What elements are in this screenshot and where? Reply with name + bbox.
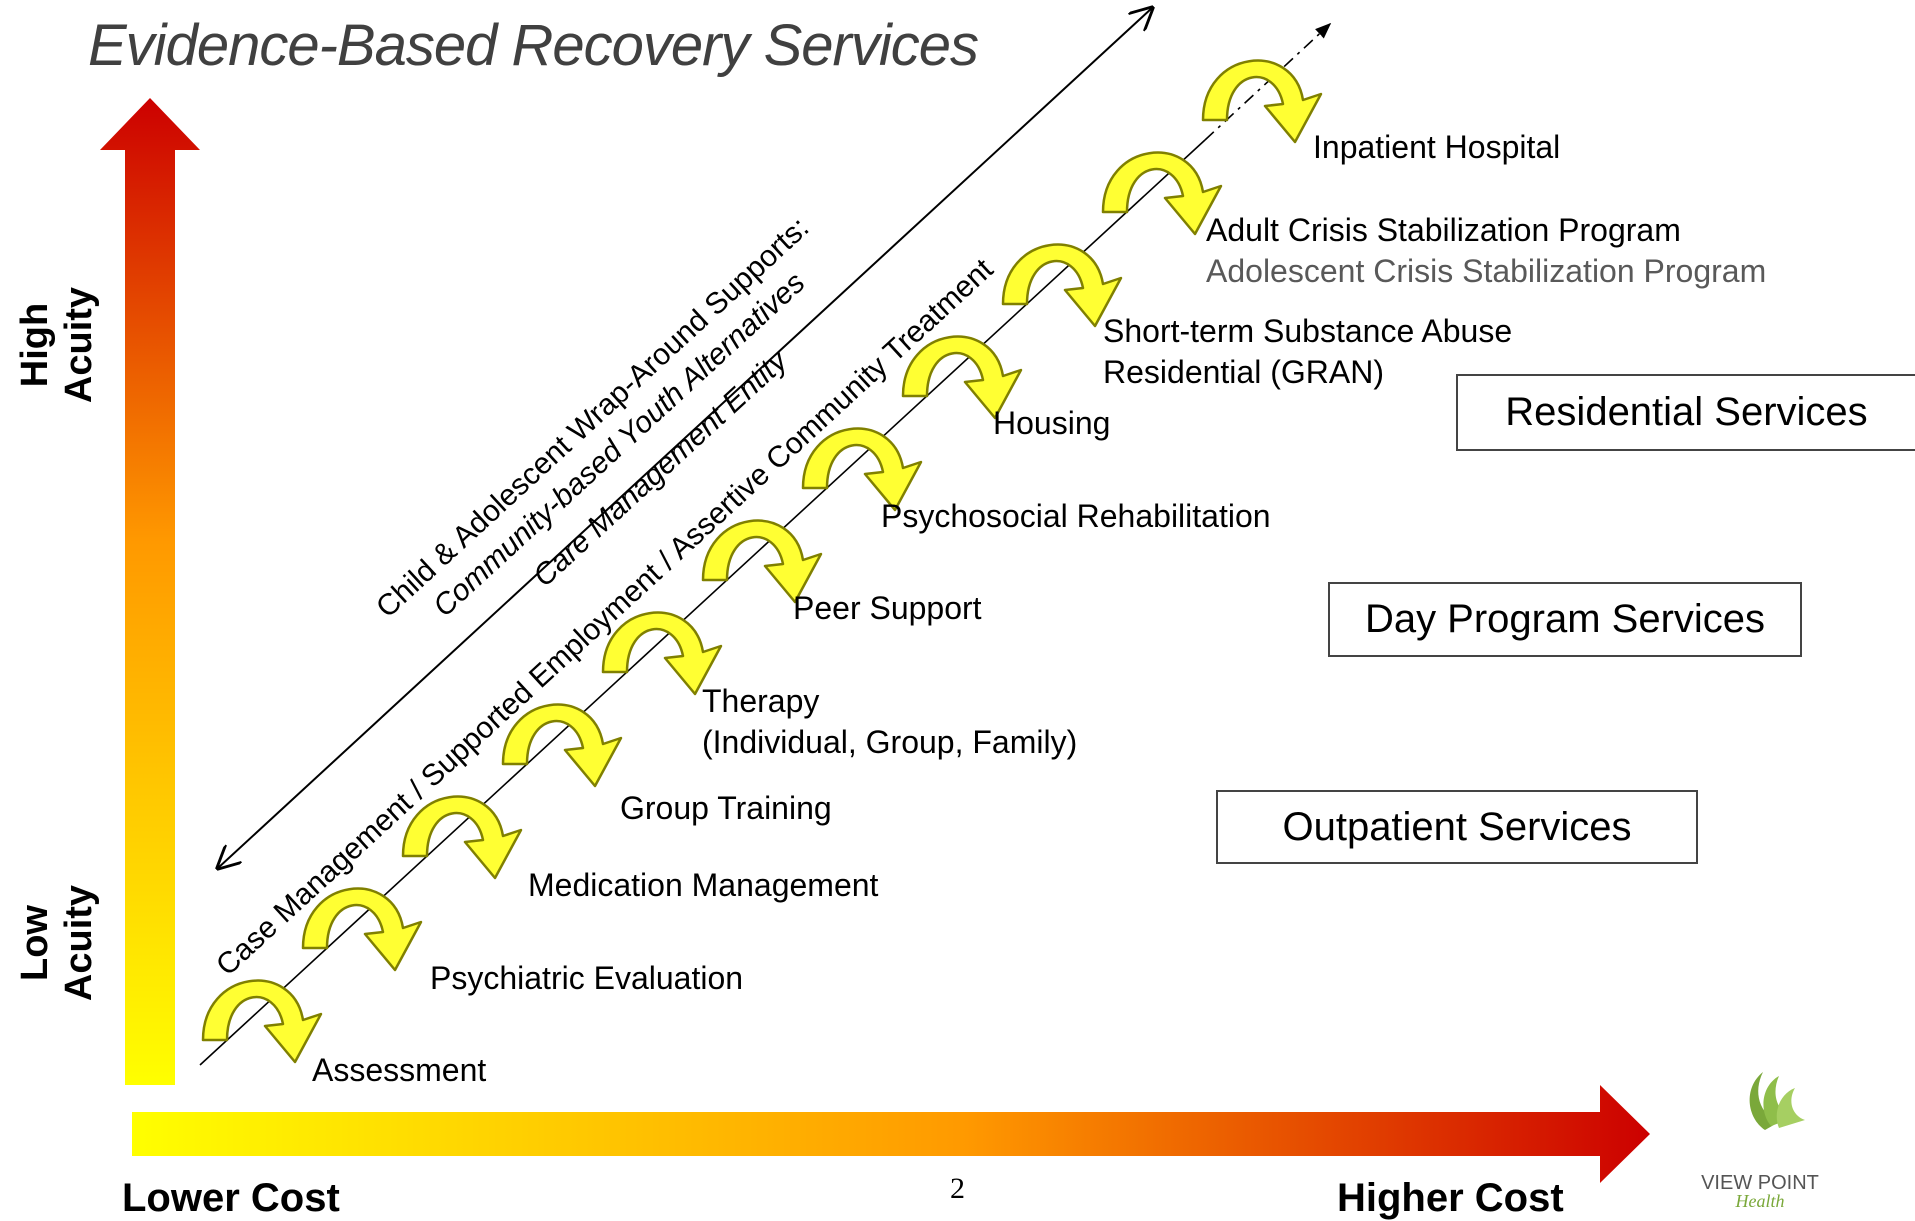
high-acuity-line2: Acuity	[58, 286, 100, 404]
step-substance-abuse-line1: Short-term Substance Abuse	[1103, 313, 1513, 349]
higher-cost-label: Higher Cost	[1337, 1176, 1564, 1220]
step-curl-arrow	[1101, 151, 1223, 236]
outpatient-services-label: Outpatient Services	[1282, 804, 1632, 849]
step-curl-arrow	[201, 979, 323, 1064]
step-medication-management: Medication Management	[528, 867, 879, 903]
step-adolescent-crisis: Adolescent Crisis Stabilization Program	[1206, 253, 1767, 289]
step-adult-crisis: Adult Crisis Stabilization Program	[1206, 212, 1681, 248]
step-therapy: Therapy (Individual, Group, Family)	[702, 681, 1077, 763]
step-group-training: Group Training	[620, 790, 832, 826]
outpatient-services-box: Outpatient Services	[1216, 790, 1698, 864]
lower-cost-label: Lower Cost	[122, 1176, 340, 1220]
viewpoint-logo-mark	[1749, 1072, 1805, 1130]
high-acuity-label: High Acuity	[0, 287, 128, 403]
low-acuity-label: Low Acuity	[0, 885, 128, 1001]
day-program-services-label: Day Program Services	[1364, 597, 1766, 641]
low-acuity-line2: Acuity	[58, 884, 100, 1002]
step-psychosocial-rehabilitation: Psychosocial Rehabilitation	[881, 498, 1271, 534]
logo-text-line1: VIEW POINT	[1701, 1172, 1819, 1194]
step-psychiatric-evaluation: Psychiatric Evaluation	[430, 960, 744, 996]
page-number: 2	[950, 1172, 965, 1205]
low-acuity-line1: Low	[14, 905, 56, 981]
supports-double-arrow	[218, 8, 1152, 868]
day-program-services-box: Day Program Services	[1328, 582, 1802, 657]
step-assessment: Assessment	[312, 1052, 487, 1088]
step-housing: Housing	[993, 405, 1111, 441]
logo-text-line2: Health	[1735, 1191, 1785, 1211]
page-title: Evidence-Based Recovery Services	[88, 13, 979, 78]
step-curl-arrow	[1201, 59, 1323, 144]
step-substance-abuse-line2: Residential (GRAN)	[1103, 354, 1384, 390]
step-peer-support: Peer Support	[793, 590, 982, 626]
high-acuity-line1: High	[14, 302, 56, 388]
step-substance-abuse: Short-term Substance Abuse Residential (…	[1103, 311, 1512, 393]
viewpoint-logo: VIEW POINT Health	[1690, 1172, 1830, 1212]
step-therapy-line2: (Individual, Group, Family)	[702, 724, 1078, 760]
residential-services-box: Residential Services	[1456, 374, 1915, 451]
acuity-arrow	[100, 98, 200, 1085]
cost-arrow	[132, 1085, 1650, 1183]
step-inpatient-hospital: Inpatient Hospital	[1313, 129, 1561, 165]
residential-services-label: Residential Services	[1505, 390, 1868, 434]
step-crisis-stabilization: Adult Crisis Stabilization Program Adole…	[1206, 210, 1766, 292]
step-therapy-line1: Therapy	[702, 683, 820, 719]
service-progression-line	[199, 139, 1206, 1066]
